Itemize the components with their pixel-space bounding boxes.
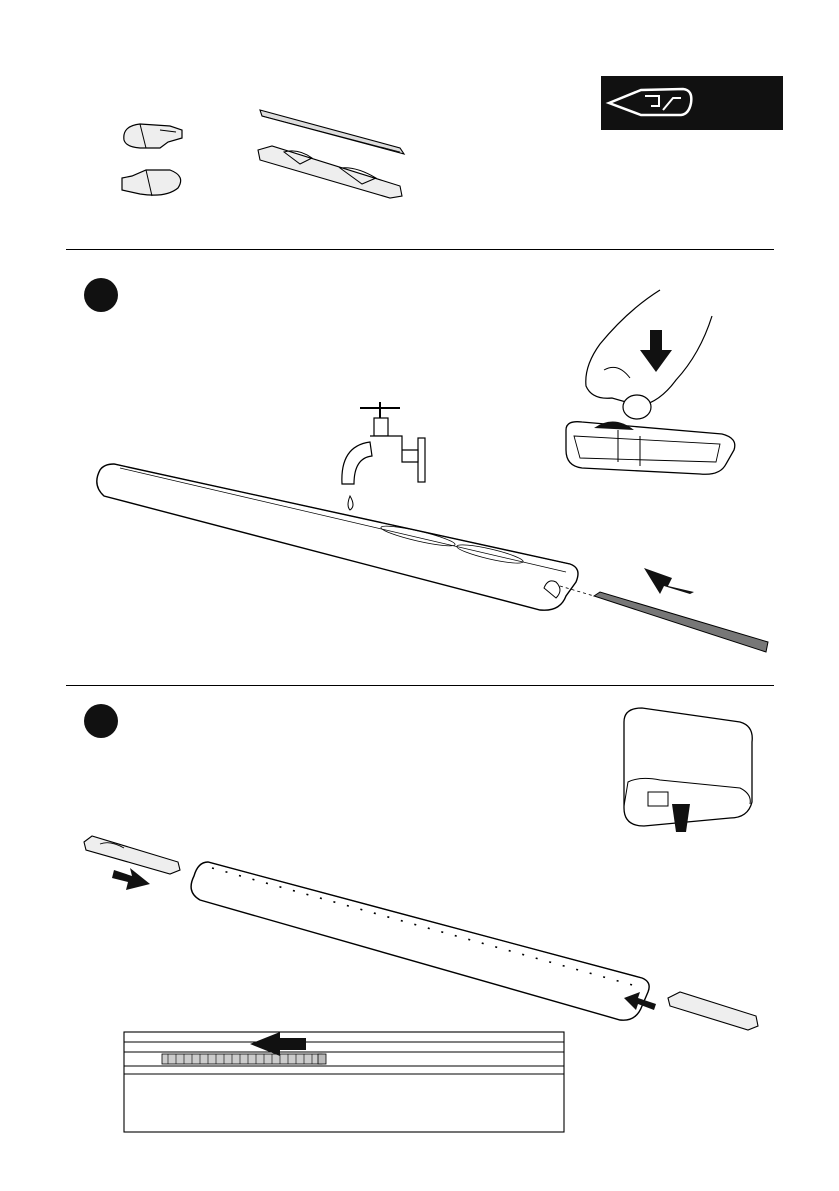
hand-press-icon [586,290,712,419]
rubber-strip [560,586,768,652]
slide-rail-left [84,836,180,874]
parts-overview [0,0,839,250]
water-tap-icon [342,402,425,510]
step-2-illustration [0,686,839,1191]
step-1-illustration [0,250,839,686]
slide-rail-right [668,992,758,1030]
push-arrow-icon [644,568,694,594]
bar-profile-section [566,421,735,474]
insertion-detail [124,1032,564,1132]
rubber-strip-part [260,110,404,154]
bar-end-profile [624,708,752,832]
roof-bar-step-2 [191,862,649,1020]
end-cap-part-2 [122,170,181,196]
end-cap-part [124,124,182,148]
slide-rail-part [258,146,402,198]
roof-bar [97,464,578,610]
push-arrow-icon [112,868,150,890]
